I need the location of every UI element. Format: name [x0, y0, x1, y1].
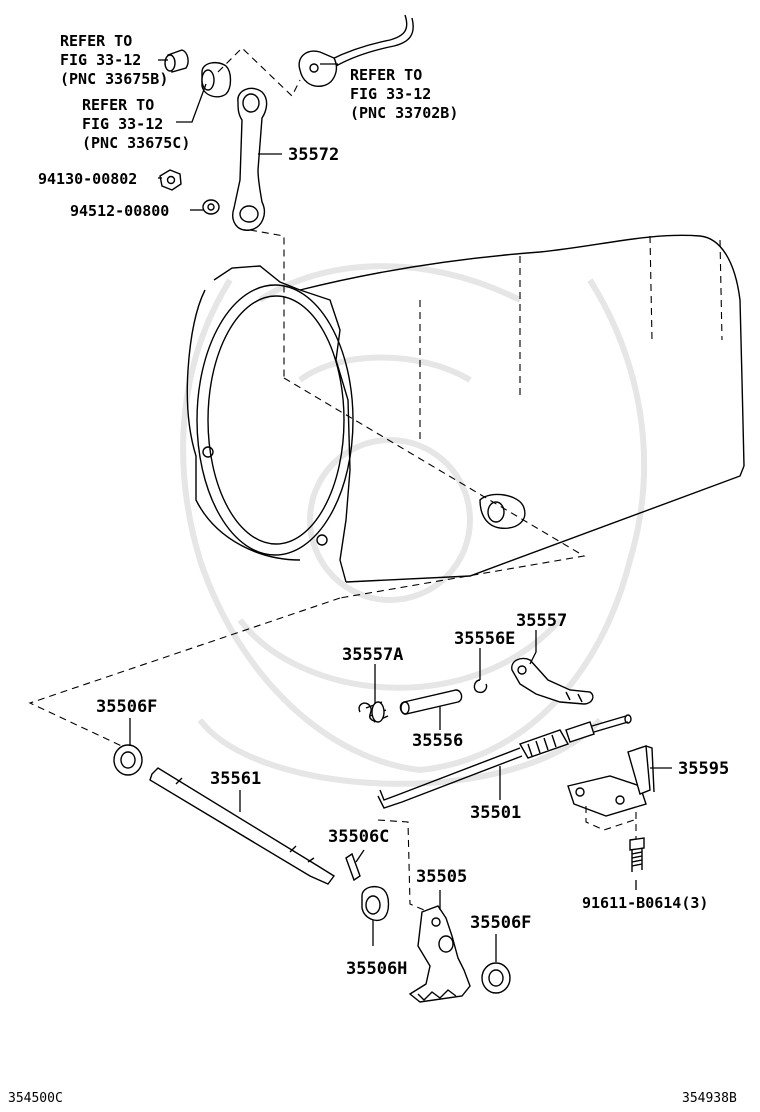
seal-35506f-left [113, 744, 143, 776]
shaft-35561 [149, 767, 336, 885]
transmission-case [186, 234, 745, 583]
label-35561: 35561 [210, 769, 261, 789]
label-35506h: 35506H [346, 959, 407, 979]
ref-label-33675b: REFER TO FIG 33-12 (PNC 33675B) [60, 32, 168, 88]
label-35556: 35556 [412, 731, 463, 751]
nut-94130 [159, 169, 182, 191]
small-grommet-top [164, 49, 189, 73]
svg-text:FIG 33-12: FIG 33-12 [82, 115, 163, 133]
label-91611-b0614: 91611-B0614(3) [582, 894, 708, 912]
svg-text:REFER TO: REFER TO [82, 96, 154, 114]
label-35506f-right: 35506F [470, 913, 531, 933]
cable-35501 [377, 714, 632, 809]
label-35501: 35501 [470, 803, 521, 823]
lever-35572 [232, 87, 268, 231]
label-35506f-left: 35506F [96, 697, 157, 717]
footer-code-left: 354500C [8, 1091, 63, 1106]
svg-text:FIG 33-12: FIG 33-12 [60, 51, 141, 69]
label-35506c: 35506C [328, 827, 389, 847]
label-35595: 35595 [678, 759, 729, 779]
bolt-91611 [629, 837, 645, 872]
svg-text:REFER TO: REFER TO [350, 66, 422, 84]
label-35557a: 35557A [342, 645, 403, 665]
lever-35557 [511, 657, 594, 705]
pin-35556 [399, 689, 463, 715]
eclip-35556e [473, 679, 488, 694]
label-94512-00800: 94512-00800 [70, 202, 169, 220]
svg-text:(PNC 33702B): (PNC 33702B) [350, 104, 458, 122]
washer-94512 [202, 199, 220, 215]
label-35572: 35572 [288, 145, 339, 165]
seal-35506f-right [481, 962, 511, 994]
svg-text:FIG 33-12: FIG 33-12 [350, 85, 431, 103]
label-35557: 35557 [516, 611, 567, 631]
pin-35506c [345, 852, 361, 882]
svg-text:(PNC 33675B): (PNC 33675B) [60, 70, 168, 88]
lever-35505 [408, 905, 471, 1003]
spring-35557a [358, 701, 389, 723]
cable-top [298, 14, 414, 87]
label-35505: 35505 [416, 867, 467, 887]
svg-text:REFER TO: REFER TO [60, 32, 132, 50]
label-35556e: 35556E [454, 629, 515, 649]
ref-label-33702b: REFER TO FIG 33-12 (PNC 33702B) [350, 66, 458, 122]
ref-label-33675c: REFER TO FIG 33-12 (PNC 33675C) [82, 96, 190, 152]
label-94130-00802: 94130-00802 [38, 170, 137, 188]
bushing-33675c [201, 61, 232, 98]
svg-text:(PNC 33675C): (PNC 33675C) [82, 134, 190, 152]
bracket-35595 [567, 745, 655, 817]
bushing-35506h [361, 885, 390, 922]
footer-code-right: 354938B [682, 1091, 737, 1106]
